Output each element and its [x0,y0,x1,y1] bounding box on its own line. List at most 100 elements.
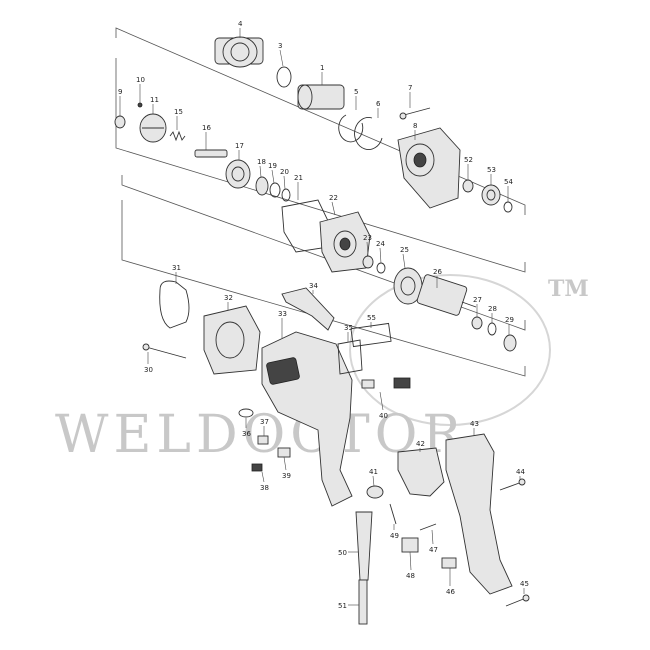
label-28: 28 [488,305,497,313]
part-30-screw [142,343,187,364]
part-40-brush-holder [361,377,411,411]
part-23-bearing [362,241,374,269]
part-55-label [350,322,392,348]
label-15: 15 [174,108,183,116]
label-30: 30 [144,366,153,374]
part-17-gear [225,150,251,189]
part-16-spindle [194,132,228,158]
part-1-spindle-sleeve [297,72,345,110]
label-7: 7 [408,84,412,92]
label-29: 29 [505,316,514,324]
part-10-ball [137,84,143,108]
part-33-motor-housing [261,318,353,507]
label-9: 9 [118,88,122,96]
label-34: 34 [309,282,318,290]
part-4-clutch-sleeve [214,28,264,68]
part-20-washer [281,175,291,202]
part-44-screw [499,476,526,491]
label-10: 10 [136,76,145,84]
label-37: 37 [260,418,269,426]
part-24-washer [376,247,386,274]
label-36: 36 [242,430,251,438]
part-15-spring [169,116,186,142]
part-29-insulation-washer [503,324,517,352]
label-55: 55 [367,314,376,322]
part-49-screw [389,503,397,530]
watermark: WELDOCTOR TM [55,274,589,465]
part-19-washer [269,169,281,198]
part-3-o-ring [276,49,292,88]
label-26: 26 [433,268,442,276]
part-45-screw [505,588,530,607]
label-4: 4 [238,20,243,28]
label-42: 42 [416,440,425,448]
part-labels: 1 3 4 5 6 7 8 9 10 11 15 16 17 18 19 20 … [118,20,529,610]
part-11-cam [139,104,167,143]
part-6-snap-ring [354,108,383,150]
label-44: 44 [516,468,525,476]
part-32-field [203,302,261,375]
label-11: 11 [150,96,159,104]
part-46-cord-clamp [441,557,457,586]
label-20: 20 [280,168,289,176]
part-47-noise-suppressor [419,523,437,545]
label-33: 33 [278,310,287,318]
part-51-cord [348,579,368,625]
label-52: 52 [464,156,473,164]
part-54-washer [503,186,513,213]
part-7-screw [399,92,431,120]
part-5-snap-ring [338,96,364,143]
label-53: 53 [487,166,496,174]
label-27: 27 [473,296,482,304]
label-35: 35 [344,324,353,332]
label-32: 32 [224,294,233,302]
part-39-carbon-brush [277,447,291,471]
watermark-trademark: TM [548,276,589,302]
part-35-insulator [337,332,363,375]
part-43-handle-cover [445,428,513,595]
part-28-washer [487,313,497,336]
label-23: 23 [363,234,372,242]
part-26-armature [416,274,477,316]
label-3: 3 [278,42,282,50]
part-48-capacitor [401,537,419,571]
label-6: 6 [376,100,381,108]
label-45: 45 [520,580,529,588]
part-50-cord-guard [348,511,373,581]
part-25-fan [393,253,423,305]
label-48: 48 [406,572,415,580]
part-52-bearing [462,164,474,193]
label-46: 46 [446,588,455,596]
part-42-switch [397,447,445,497]
label-24: 24 [376,240,385,248]
label-17: 17 [235,142,244,150]
label-39: 39 [282,472,291,480]
part-53-gear [481,174,501,206]
part-27-bearing [471,304,483,330]
part-9-pin [114,96,126,129]
label-51: 51 [338,602,347,610]
label-16: 16 [202,124,211,132]
label-41: 41 [369,468,378,476]
part-31-baffle-plate [159,272,190,329]
part-18-needle-bearing [255,165,269,196]
label-21: 21 [294,174,303,182]
label-54: 54 [504,178,513,186]
label-47: 47 [429,546,438,554]
label-5: 5 [354,88,358,96]
label-18: 18 [257,158,266,166]
label-1: 1 [320,64,324,72]
label-40: 40 [379,412,388,420]
label-8: 8 [413,122,417,130]
label-31: 31 [172,264,181,272]
label-49: 49 [390,532,399,540]
part-34-switch-lever [281,287,335,331]
part-36-cap [238,408,254,428]
label-50: 50 [338,549,347,557]
label-25: 25 [400,246,409,254]
label-43: 43 [470,420,479,428]
watermark-text: WELDOCTOR [55,405,467,465]
part-41-nut [366,475,384,499]
